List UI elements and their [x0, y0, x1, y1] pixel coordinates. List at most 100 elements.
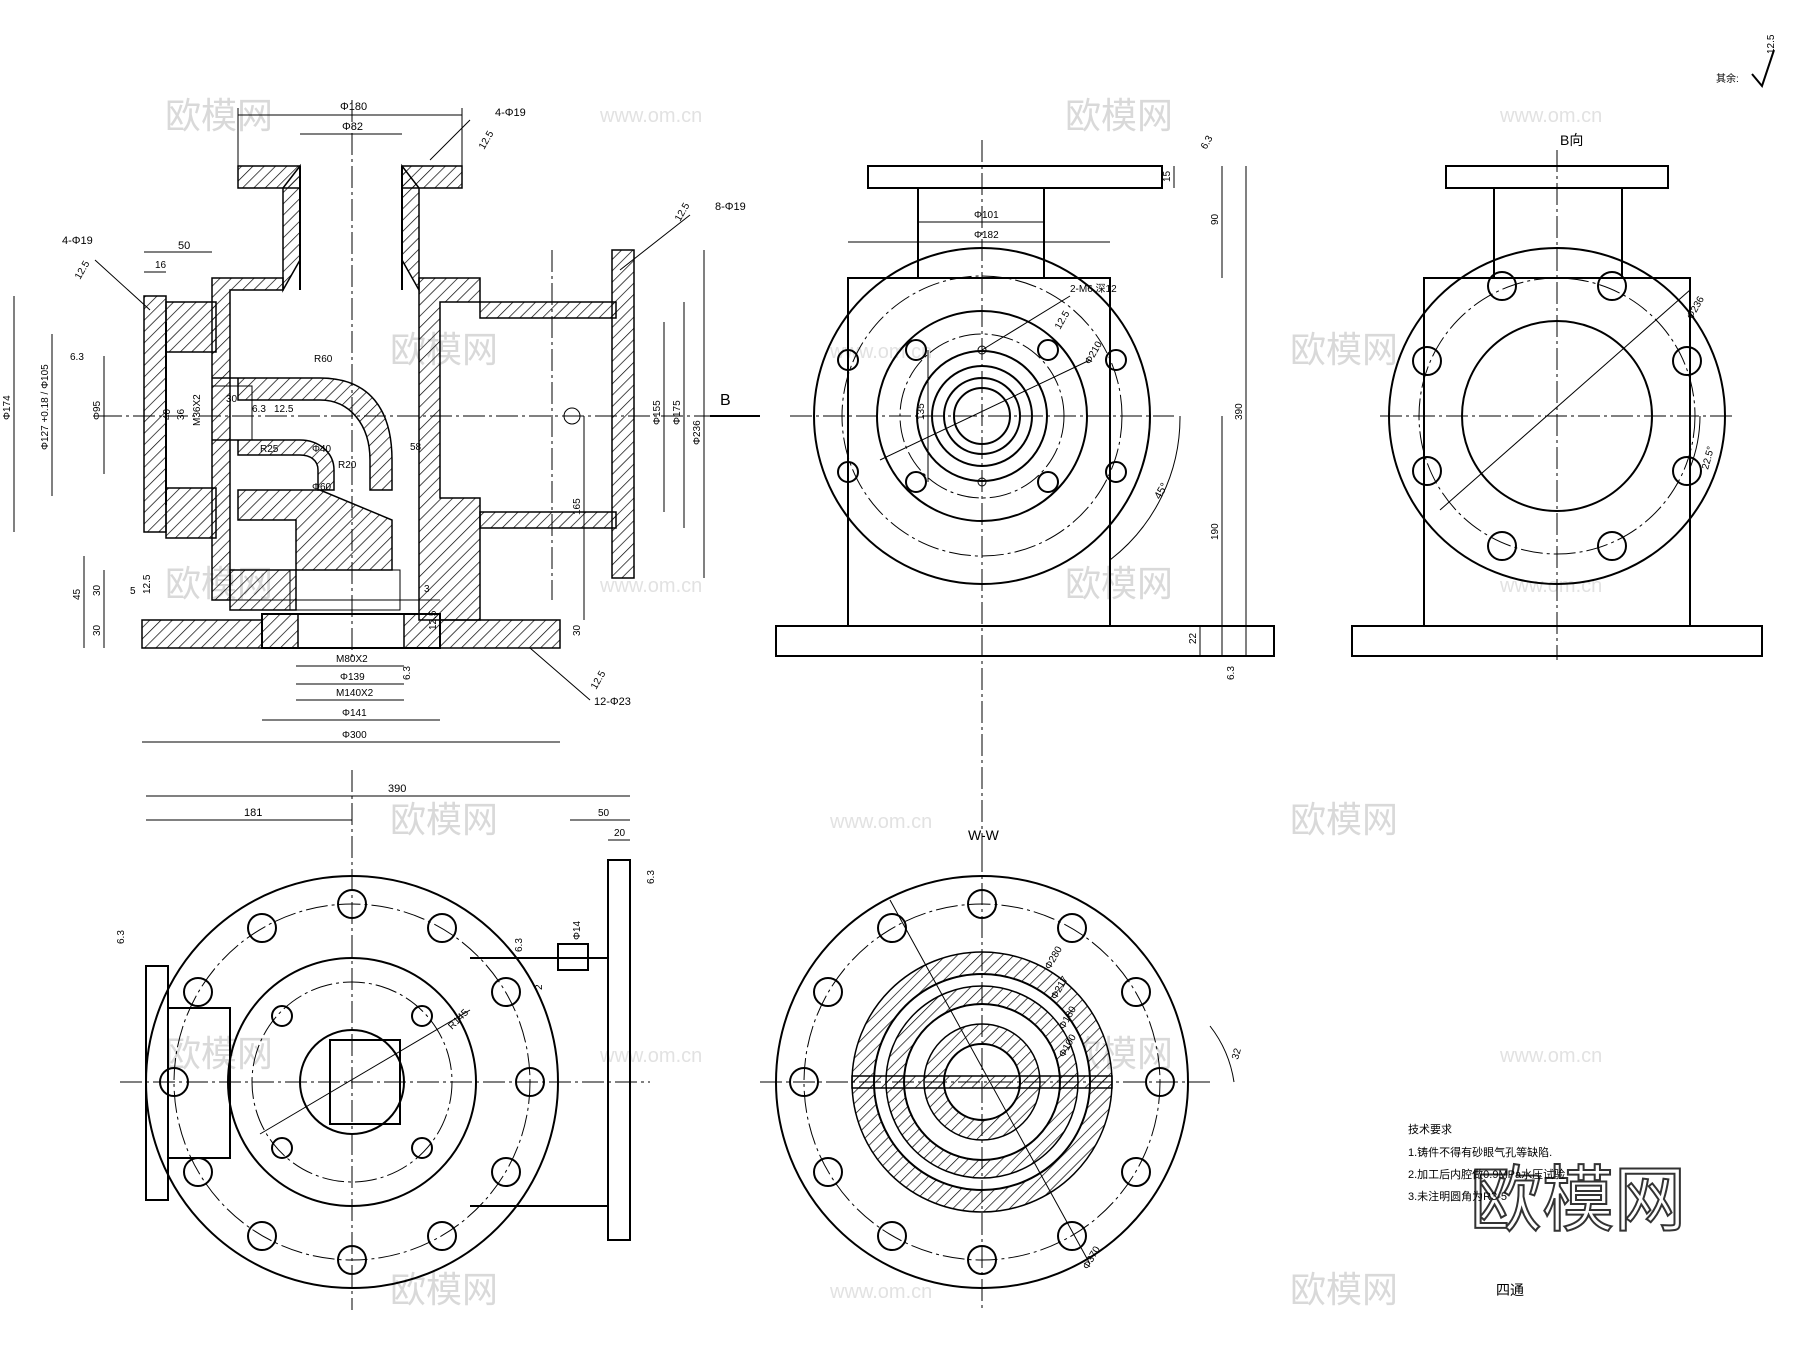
- rough-left: 12.5: [73, 259, 92, 282]
- dim-30d: 30: [572, 624, 583, 636]
- dim-top-bore: Φ82: [342, 121, 363, 133]
- view-b-label: B向: [1560, 132, 1583, 148]
- dim-50-left: 50: [178, 240, 190, 252]
- rough-top: 12.5: [477, 129, 496, 152]
- watermark-logo: 欧模网: [390, 330, 498, 371]
- roughness-note-value: 12.5: [1766, 34, 1777, 54]
- dim-36: 36: [176, 408, 187, 420]
- dim-side-15: 15: [1162, 170, 1173, 182]
- dim-3: 3: [424, 584, 430, 595]
- dim-right-a: Φ155: [652, 400, 663, 425]
- watermark-url: www.om.cn: [599, 1045, 702, 1067]
- dim-side-angle: 45°: [1152, 481, 1171, 501]
- dim-top-50: 50: [598, 808, 610, 819]
- rough-125-inner: 12.5: [274, 404, 294, 415]
- watermark-url: www.om.cn: [599, 575, 702, 597]
- dim-45: 45: [72, 588, 83, 600]
- dim-165: 165: [572, 498, 583, 515]
- dim-r25: R25: [260, 444, 279, 455]
- dim-side-90: 90: [1210, 213, 1221, 225]
- dim-40b: Φ40: [312, 444, 332, 455]
- top-view: 390 181 50 20 6.3 6.3 6.3 Φ14 2 R145: [116, 770, 657, 1310]
- note-item-2: 2.加工后内腔做0.9MPa水压试验: [1408, 1167, 1565, 1181]
- dim-bot-d: Φ139: [340, 672, 365, 683]
- dim-side-inner: Φ101: [974, 210, 999, 221]
- dim-ww-d2: Φ280: [1043, 944, 1065, 971]
- roughness-symbol-icon: [1751, 49, 1775, 89]
- rough-top-63b: 6.3: [116, 930, 127, 944]
- dim-bot-m1: M80X2: [336, 654, 368, 665]
- dim-bot-holes: 12-Φ23: [594, 696, 631, 708]
- watermark-logo: 欧模网: [1065, 564, 1173, 605]
- front-section-view: B Φ180 Φ82 4-Φ19 12.5 8-Φ19 12.5 4-Φ19 1…: [2, 100, 760, 743]
- rough-top-63c: 6.3: [514, 938, 525, 952]
- dim-left-inner: Φ95: [92, 400, 103, 420]
- watermark-url: www.om.cn: [1499, 105, 1602, 127]
- dim-right-holes: 8-Φ19: [715, 201, 746, 213]
- dim-60: Φ60: [312, 482, 332, 493]
- roughness-note-label: 其余:: [1716, 72, 1739, 85]
- dim-left-mid: Φ127 +0.18 / Φ105: [40, 364, 51, 450]
- dim-40: 40: [162, 408, 173, 420]
- view-arrow-b-label: B: [720, 392, 731, 409]
- dim-58: 58: [410, 442, 422, 453]
- rough-63-left: 6.3: [70, 352, 84, 363]
- dim-r60: R60: [314, 354, 333, 365]
- dim-ww-a32: 32: [1230, 1047, 1244, 1061]
- dim-bot-m2: M140X2: [336, 688, 374, 699]
- rough-125-bot2: 12.5: [428, 610, 439, 630]
- dim-30-inner: 30: [226, 394, 238, 405]
- dim-side-390: 390: [1234, 403, 1245, 420]
- dim-top-holes: 4-Φ19: [495, 107, 526, 119]
- dim-top-181: 181: [244, 807, 262, 819]
- watermark-logo: 欧模网: [165, 96, 273, 137]
- watermark-logo: 欧模网: [1290, 330, 1398, 371]
- dim-r20: R20: [338, 460, 357, 471]
- title-block: 其余: 12.5 技术要求 1.铸件不得有砂眼气孔等缺陷. 2.加工后内腔做0.…: [1408, 34, 1777, 1298]
- dim-16: 16: [155, 260, 167, 271]
- dim-right-b: Φ175: [672, 400, 683, 425]
- dim-right-c: Φ236: [692, 420, 703, 445]
- watermark-url: www.om.cn: [829, 1281, 932, 1303]
- dim-top-2: 2: [534, 984, 545, 990]
- watermark-logo: 欧模网: [165, 1034, 273, 1075]
- watermark-url: www.om.cn: [599, 105, 702, 127]
- watermark-logo: 欧模网: [1290, 1270, 1398, 1311]
- section-ww-view: W-W Φ370 Φ280 Φ217 Φ180 Φ100 32: [760, 827, 1244, 1310]
- dim-30b: 30: [92, 584, 103, 596]
- dim-top-total: 390: [388, 783, 406, 795]
- dim-bot-d2: Φ141: [342, 708, 367, 719]
- note-item-1: 1.铸件不得有砂眼气孔等缺陷.: [1408, 1145, 1552, 1159]
- section-ww-label: W-W: [968, 827, 1000, 843]
- watermark-logo: 欧模网: [1290, 800, 1398, 841]
- dim-side-22: 22: [1188, 632, 1199, 644]
- dim-top-flange: Φ180: [340, 101, 367, 113]
- watermark-url: www.om.cn: [1499, 1045, 1602, 1067]
- dim-left-outer: Φ174: [2, 395, 13, 420]
- note-item-3: 3.未注明圆角为R3-5: [1408, 1189, 1507, 1203]
- dim-bot-flange: Φ300: [342, 730, 367, 741]
- rough-top-63a: 6.3: [646, 870, 657, 884]
- watermark-logo: 欧模网: [390, 800, 498, 841]
- notes-heading: 技术要求: [1408, 1123, 1452, 1136]
- dim-side-outer: Φ182: [974, 230, 999, 241]
- rough-right: 12.5: [673, 201, 692, 224]
- watermark-logo: 欧模网: [1065, 96, 1173, 137]
- dim-ww-d1: Φ370: [1081, 1244, 1103, 1271]
- dim-side-pcd: Φ210: [1083, 339, 1105, 366]
- rough-63-bot: 6.3: [402, 666, 413, 680]
- dim-5: 5: [130, 586, 136, 597]
- view-b: B向 Φ236 22.5°: [1351, 132, 1763, 660]
- dim-side-tapped: 2-M6 深12: [1070, 283, 1117, 295]
- dim-thread-m: M36X2: [192, 394, 203, 426]
- watermark-logo: 欧模网: [390, 1270, 498, 1311]
- rough-side-63-bot: 6.3: [1226, 666, 1237, 680]
- dim-top-14: Φ14: [572, 920, 583, 940]
- dim-side-135: 135: [916, 403, 927, 420]
- dim-side-190: 190: [1210, 523, 1221, 540]
- rough-bot: 12.5: [589, 669, 608, 692]
- dim-b-bolts: 22.5°: [1700, 445, 1717, 471]
- rough-63-inner: 6.3: [252, 404, 266, 415]
- watermark-url: www.om.cn: [829, 811, 932, 833]
